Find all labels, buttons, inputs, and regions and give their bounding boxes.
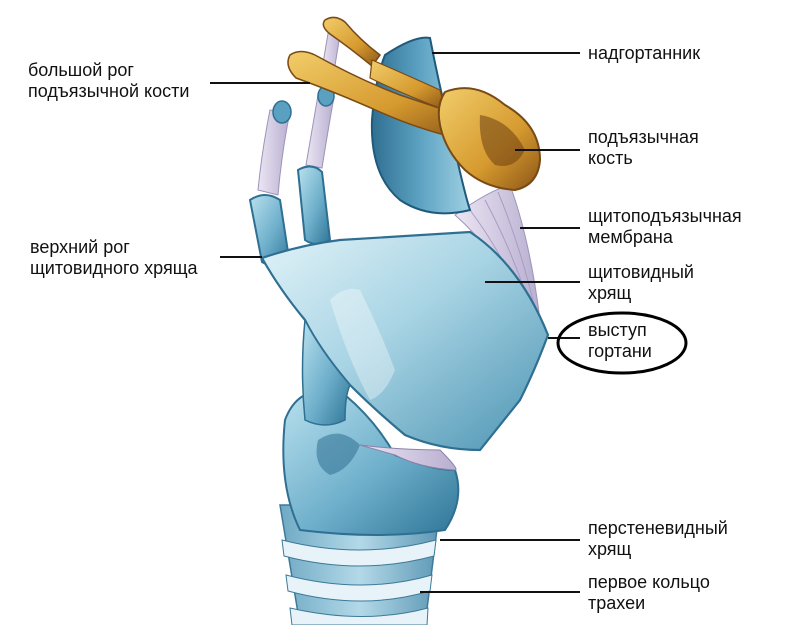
label-line: подъязычная: [588, 127, 699, 147]
label-line: хрящ: [588, 283, 632, 303]
label-first-tracheal-ring: первое кольцо трахеи: [588, 572, 710, 614]
label-line: перстеневидный: [588, 518, 728, 538]
leader-lines: [210, 52, 580, 593]
thyroid-highlight: [330, 288, 395, 400]
label-line: верхний рог: [30, 237, 130, 257]
label-line: хрящ: [588, 539, 632, 559]
label-epiglottis: надгортанник: [588, 43, 700, 64]
label-laryngeal-prominence: выступ гортани: [588, 320, 652, 362]
hyoid-shadow: [479, 115, 525, 166]
label-line: первое кольцо: [588, 572, 710, 592]
label-line: большой рог: [28, 60, 134, 80]
label-line: подъязычной кости: [28, 81, 190, 101]
superior-horn: [248, 165, 332, 268]
label-hyoid-bone: подъязычная кость: [588, 127, 699, 169]
label-line: кость: [588, 148, 633, 168]
inferior-horn: [301, 317, 351, 426]
label-line: надгортанник: [588, 43, 701, 63]
label-superior-horn-thyroid: верхний рог щитовидного хряща: [30, 237, 198, 279]
label-line: трахеи: [588, 593, 646, 613]
label-line: выступ: [588, 320, 647, 340]
highlight-ellipse: [556, 311, 688, 375]
cricothyroid-membrane: [359, 444, 457, 471]
label-line: мембрана: [588, 227, 673, 247]
label-line: щитовидный: [588, 262, 694, 282]
label-line: щитовидного хряща: [30, 258, 198, 278]
triticeous-cartilage: [272, 100, 292, 124]
label-thyroid-cartilage: щитовидный хрящ: [588, 262, 694, 304]
label-greater-horn-hyoid: большой рог подъязычной кости: [28, 60, 189, 102]
label-line: щитоподъязычная: [588, 206, 742, 226]
label-cricoid-cartilage: перстеневидный хрящ: [588, 518, 728, 560]
label-thyrohyoid-membrane: щитоподъязычная мембрана: [588, 206, 742, 248]
label-line: гортани: [588, 341, 652, 361]
